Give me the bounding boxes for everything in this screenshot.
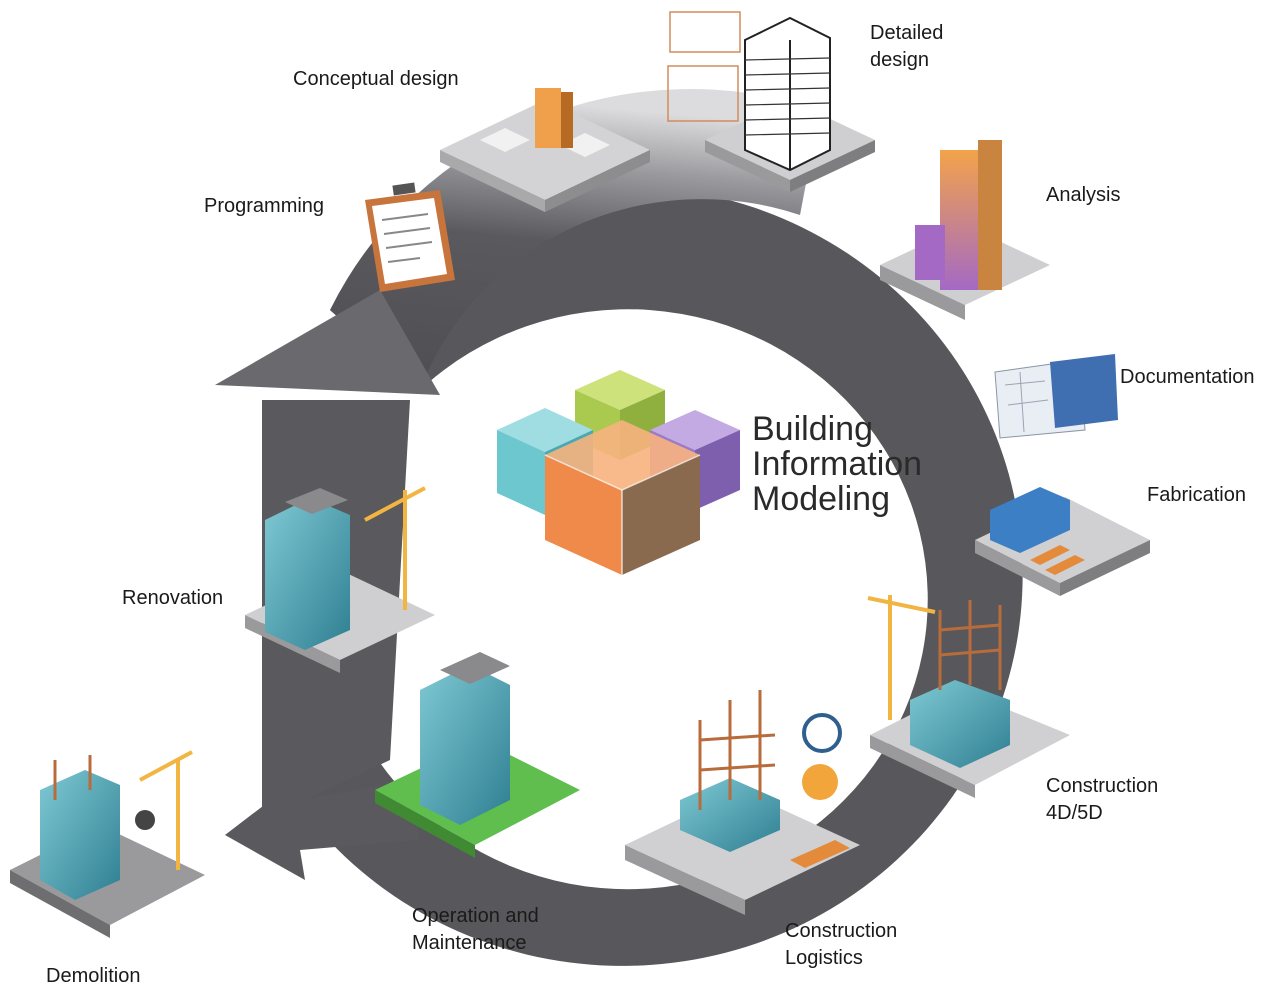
cube-orange [544,420,701,575]
bim-title-line-2: Information [752,445,923,483]
label-programming: Programming [204,195,325,217]
documentation-sheets-icon [994,354,1118,439]
detailed-design-tower-icon [667,11,875,192]
ring-band [270,185,1023,966]
bim-title-line-1: Building [752,410,873,448]
label-analysis: Analysis [1046,184,1121,206]
label-renovation: Renovation [122,587,224,609]
label-fabrication: Fabrication [1147,484,1246,506]
operation-maintenance-building-icon [375,652,580,858]
coin-icon [802,764,838,800]
label-documentation: Documentation [1120,366,1255,388]
label-conceptual-design: Conceptual design [293,68,459,90]
construction-logistics-icon [625,690,860,915]
programming-clipboard-icon [365,182,455,292]
ring-arrow-head [215,290,440,395]
renovation-building-icon [245,486,435,673]
demolition-arrow [225,770,420,880]
bim-title-line-3: Modeling [752,480,890,518]
ring-band-light [330,88,820,390]
demolition-building-icon [10,750,205,938]
fabrication-module-icon [975,487,1150,596]
label-detailed-design: Detailed design [870,22,944,71]
construction-4d5d-icon [867,595,1070,798]
label-operation-maintenance: Operation and Maintenance [412,905,539,954]
label-construction-4d5d: Construction 4D/5D [1046,775,1159,824]
conceptual-design-model-icon [440,88,650,212]
bim-logo-cubes [497,370,740,575]
bim-title: Building Information Modeling [752,412,922,517]
wrecking-ball-icon [135,810,155,830]
stopwatch-icon [802,713,842,753]
analysis-tower-icon [880,140,1050,320]
label-demolition: Demolition [46,965,141,987]
label-construction-logistics: Construction Logistics [785,920,898,969]
